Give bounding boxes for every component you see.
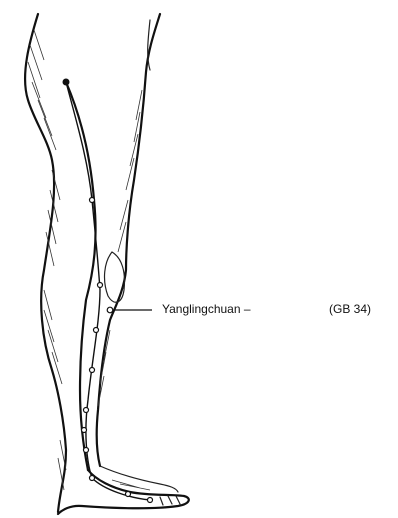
acupoint — [84, 448, 89, 453]
acupoints — [82, 198, 153, 503]
acupoint — [148, 498, 153, 503]
thigh-line — [148, 20, 150, 70]
acupoint — [90, 198, 95, 203]
acupoint — [84, 408, 89, 413]
acupoint — [126, 492, 131, 497]
meridian-line — [66, 82, 150, 500]
acupoint — [98, 283, 103, 288]
acupoint — [82, 428, 87, 433]
near-foot-outline — [58, 470, 189, 514]
knee-outline — [105, 252, 125, 302]
acupoint — [94, 328, 99, 333]
meridian-start-dot — [63, 79, 70, 86]
back-leg-outline — [25, 14, 66, 512]
acupoint-gb34 — [107, 307, 113, 313]
acupoint — [90, 368, 95, 373]
acupoint-name-label: Yanglingchuan – — [162, 302, 251, 316]
thigh-shading — [28, 30, 66, 490]
toe-lines — [160, 496, 180, 505]
acupoint — [90, 476, 95, 481]
front-leg-outline — [97, 14, 160, 466]
acupoint-code-label: (GB 34) — [329, 302, 371, 316]
